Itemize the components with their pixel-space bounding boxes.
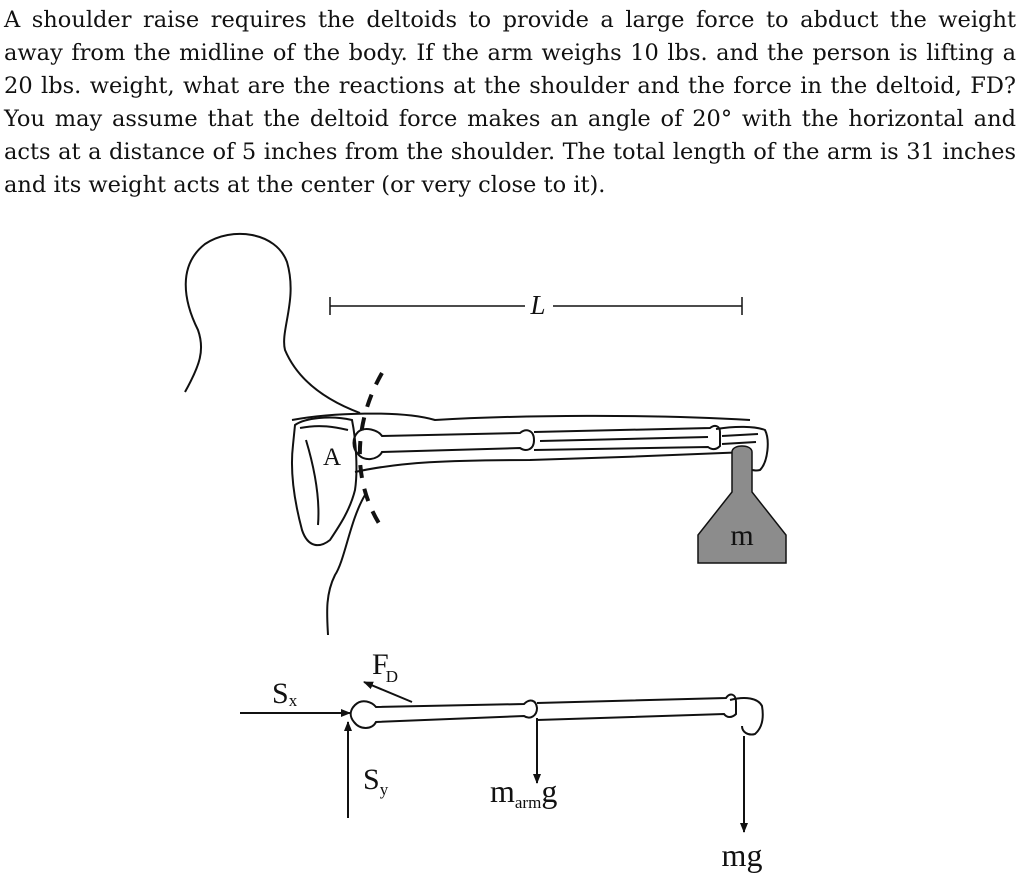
fbd-arm xyxy=(349,693,764,736)
torso-outline xyxy=(326,494,366,636)
sy-label: Sy xyxy=(363,763,389,799)
length-label: L xyxy=(529,290,545,320)
forearm-bones xyxy=(533,424,721,451)
fd-label: FD xyxy=(372,648,398,686)
problem-line: acts at a distance of 5 inches from the … xyxy=(4,139,1016,165)
humerus xyxy=(352,428,536,460)
length-dimension xyxy=(329,297,743,315)
fd-arrow xyxy=(363,681,413,703)
problem-statement: A shoulder raise requires the deltoids t… xyxy=(4,4,1016,202)
mg-label: mg xyxy=(722,837,763,873)
marm-g-label: marmg xyxy=(490,773,557,812)
problem-line: and its weight acts at the center (or ve… xyxy=(4,172,606,198)
body-outline xyxy=(184,232,366,636)
sx-label: Sx xyxy=(272,677,298,710)
head-outline xyxy=(184,232,361,414)
problem-line: A shoulder raise requires the deltoids t… xyxy=(4,7,1016,33)
hanging-weight: m xyxy=(697,445,787,564)
deltoid-arc xyxy=(357,372,384,530)
scapula xyxy=(291,416,358,547)
arm-outline xyxy=(291,412,751,473)
problem-line: 20 lbs. weight, what are the reactions a… xyxy=(4,73,1016,99)
joint-label: A xyxy=(323,444,341,471)
problem-line: away from the midline of the body. If th… xyxy=(4,40,1016,66)
problem-line: You may assume that the deltoid force ma… xyxy=(4,106,1016,132)
weight-label: m xyxy=(730,519,753,552)
